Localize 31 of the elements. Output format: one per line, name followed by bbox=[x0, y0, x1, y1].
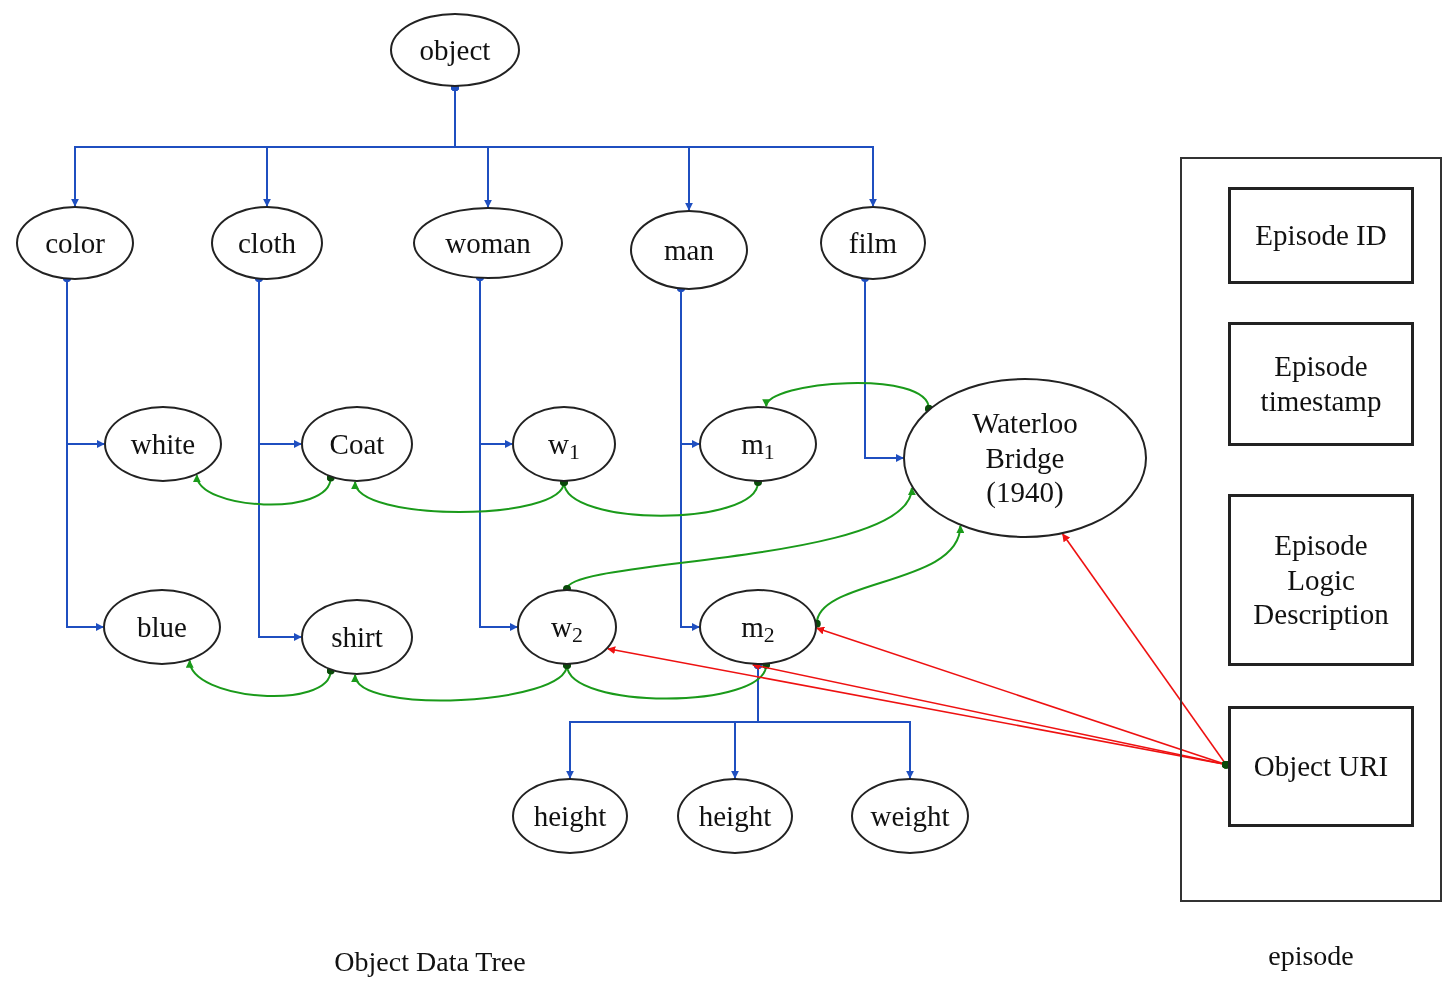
node-label: object bbox=[419, 32, 491, 68]
node-label: weight bbox=[870, 798, 950, 834]
node-label: m$_{2}$ bbox=[741, 609, 775, 645]
diagram-caption: Object Data Tree bbox=[333, 948, 527, 976]
node-label: Episode ID bbox=[1255, 218, 1387, 253]
node-label: woman bbox=[445, 225, 531, 261]
node-label: m$_{1}$ bbox=[741, 426, 775, 462]
node-label: man bbox=[664, 232, 714, 268]
node-label: w$_{2}$ bbox=[551, 609, 583, 645]
field-box bbox=[1228, 706, 1414, 827]
node-label: height bbox=[698, 798, 772, 834]
field-box bbox=[1228, 494, 1414, 666]
node-label: Coat bbox=[329, 426, 385, 462]
node-label: Object URI bbox=[1253, 749, 1389, 784]
node-label: Episode Logic Description bbox=[1252, 527, 1390, 633]
field-box bbox=[1228, 322, 1414, 446]
node-label: height bbox=[533, 798, 607, 834]
node-label: w$_{1}$ bbox=[548, 426, 580, 462]
connector-arrow bbox=[187, 659, 335, 697]
connector-arrow bbox=[765, 382, 933, 413]
node-label: Episode timestamp bbox=[1259, 349, 1383, 419]
node-label: Waterloo Bridge (1940) bbox=[971, 405, 1079, 511]
node-label: cloth bbox=[238, 225, 296, 261]
node-label: shirt bbox=[331, 619, 383, 655]
node-label: blue bbox=[137, 609, 187, 645]
connector-arrow bbox=[195, 473, 335, 506]
node-label: film bbox=[848, 225, 898, 261]
panel-caption: episode bbox=[1267, 942, 1355, 970]
node-label: white bbox=[130, 426, 196, 462]
field-box bbox=[1228, 187, 1414, 284]
node-label: color bbox=[45, 225, 105, 261]
